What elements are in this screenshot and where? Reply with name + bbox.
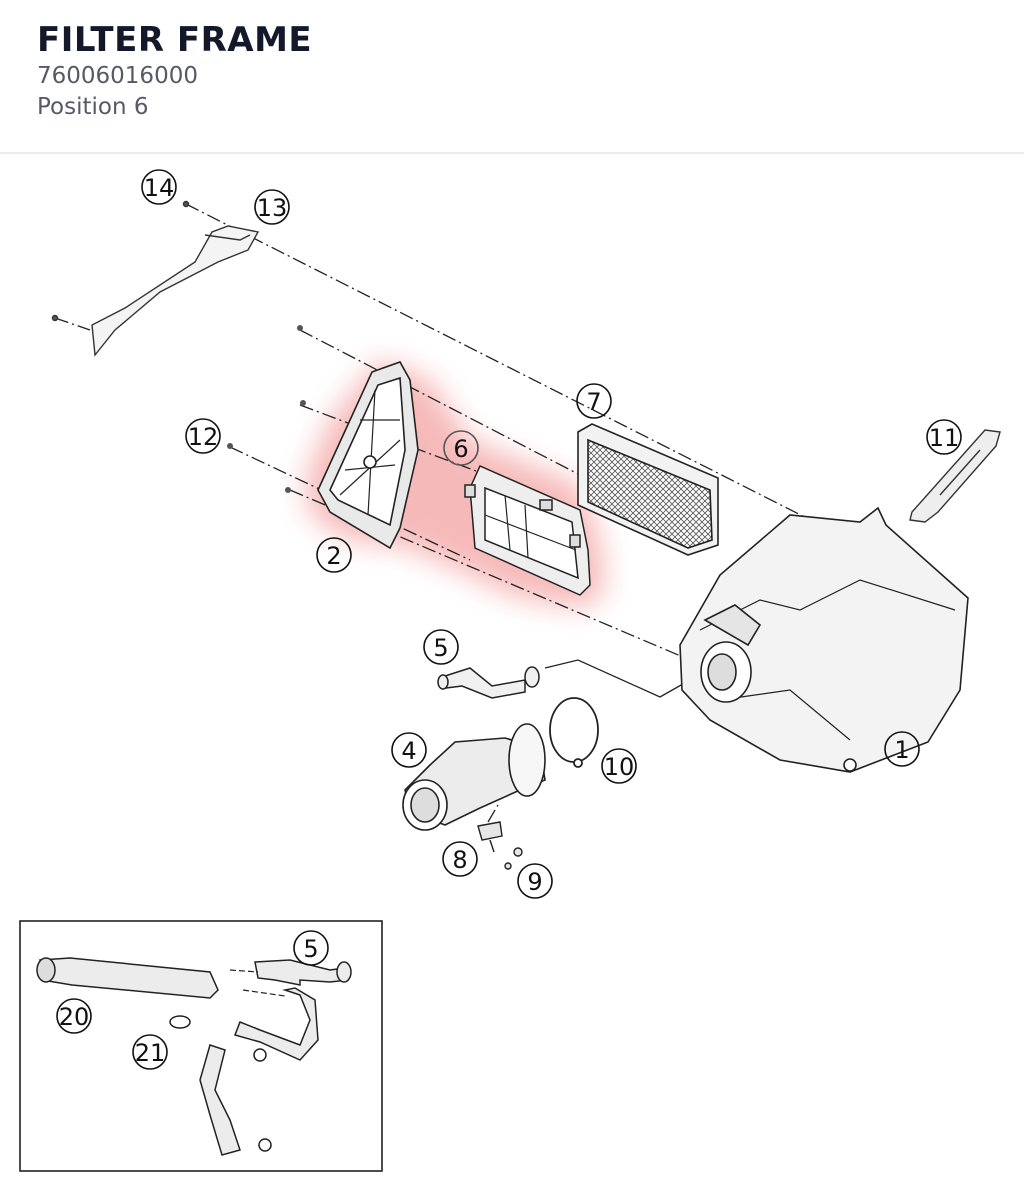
callout-circle (185, 418, 221, 454)
callout-circle (391, 732, 427, 768)
callout-12: 12 (185, 418, 221, 454)
callout-circle (601, 748, 637, 784)
callout-number: 7 (586, 388, 601, 416)
callout-20: 20 (56, 998, 92, 1034)
callout-circle (926, 419, 962, 455)
callout-circle (576, 383, 612, 419)
screws (227, 325, 306, 493)
part-6-filter-frame[interactable] (464, 465, 591, 596)
callout-number: 21 (135, 1039, 166, 1067)
callout-6[interactable]: 6 (443, 430, 479, 466)
callout-number: 10 (604, 753, 635, 781)
callout-circle (442, 841, 478, 877)
callout-13: 13 (254, 189, 290, 225)
header-divider (0, 152, 1024, 154)
callout-number: 2 (326, 542, 341, 570)
callout-number: 8 (452, 846, 467, 874)
position-label: Position 6 (37, 94, 149, 120)
callout-5b: 5 (293, 930, 329, 966)
callout-circle (132, 1034, 168, 1070)
part-number: 76006016000 (37, 63, 198, 89)
callout-10: 10 (601, 748, 637, 784)
callout-7: 7 (576, 383, 612, 419)
callout-circle (517, 863, 553, 899)
page-title: FILTER FRAME (37, 20, 313, 60)
part-7-air-filter (577, 423, 719, 556)
callout-number: 4 (401, 737, 416, 765)
callout-circle (293, 930, 329, 966)
callout-number: 6 (453, 435, 468, 463)
callout-1: 1 (884, 731, 920, 767)
callout-number: 13 (257, 194, 288, 222)
callout-circle (443, 430, 479, 466)
callout-number: 1 (894, 736, 909, 764)
callout-number: 5 (303, 935, 318, 963)
callout-number: 20 (59, 1003, 90, 1031)
callout-14: 14 (141, 169, 177, 205)
callout-number: 12 (188, 423, 219, 451)
inset-parts (36, 957, 352, 1156)
callout-21: 21 (132, 1034, 168, 1070)
callout-number: 9 (527, 868, 542, 896)
callout-2: 2 (316, 537, 352, 573)
part-11-clip (909, 429, 1001, 523)
part-10-clamp (549, 697, 599, 768)
callout-5: 5 (423, 629, 459, 665)
callout-number: 14 (144, 174, 175, 202)
callout-4: 4 (391, 732, 427, 768)
part-1-airbox (679, 506, 969, 773)
inset-detail-box (19, 920, 383, 1172)
hose-leader-line (544, 659, 691, 698)
callout-circle (254, 189, 290, 225)
callout-number: 5 (433, 634, 448, 662)
callout-8: 8 (442, 841, 478, 877)
inset-leader-lines (229, 969, 286, 997)
part-13-bracket (51, 200, 260, 357)
part-8-9-fittings (477, 821, 523, 870)
callout-9: 9 (517, 863, 553, 899)
callout-circle (884, 731, 920, 767)
page-header: FILTER FRAME 76006016000 Position 6 (0, 0, 1024, 152)
part-2-frame (317, 361, 419, 550)
part-4-intake-boot (402, 723, 546, 831)
callout-circle (56, 998, 92, 1034)
callout-number: 11 (929, 424, 960, 452)
callout-11: 11 (926, 419, 962, 455)
callout-circle (316, 537, 352, 573)
callout-circle (141, 169, 177, 205)
callout-circle (423, 629, 459, 665)
part-5-hose (437, 666, 540, 699)
